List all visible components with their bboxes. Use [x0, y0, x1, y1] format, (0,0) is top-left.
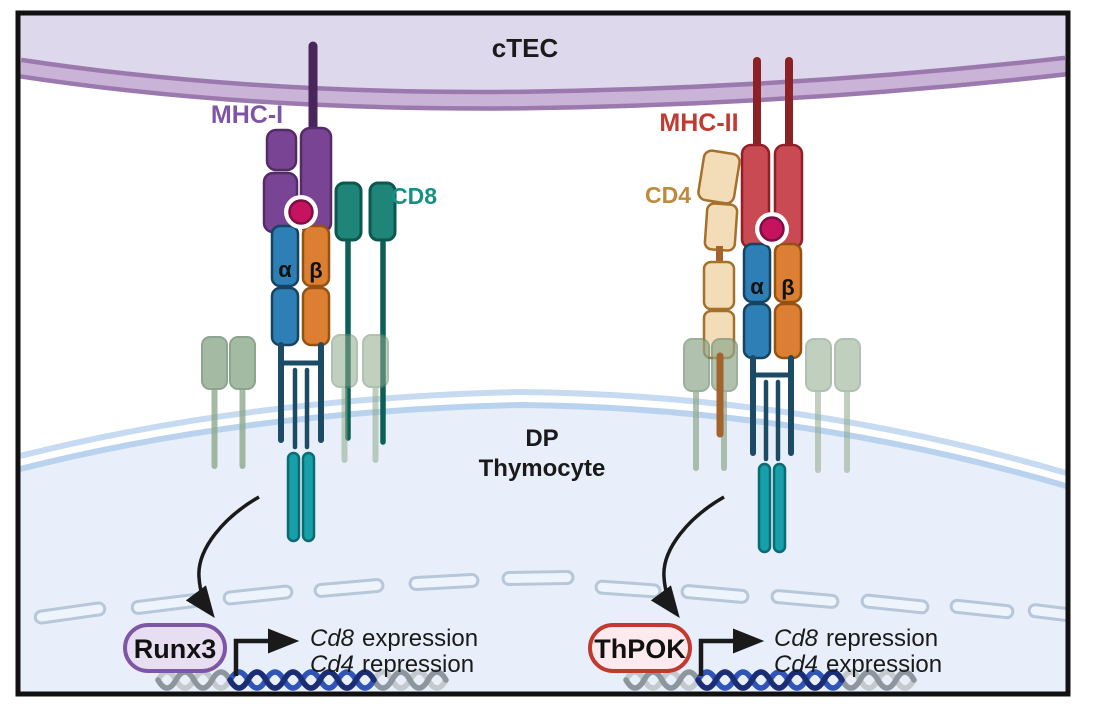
bystander-receptor-head	[229, 336, 256, 390]
thpok-factor: ThPOK	[588, 623, 692, 673]
tcr-right	[742, 242, 803, 360]
tcr-alpha-label: α	[278, 257, 292, 282]
dna-helix-left	[155, 669, 449, 691]
cd4-domain	[697, 149, 741, 205]
cd3-zeta-chain	[757, 462, 772, 554]
mhc2-label: MHC-II	[659, 109, 738, 137]
nuclear-dash	[949, 598, 1015, 620]
runx3-factor: Runx3	[123, 623, 227, 673]
transcription-arrow-right	[698, 628, 765, 676]
tcr-alpha-chain	[742, 302, 772, 360]
ctec-membrane-inner	[20, 60, 1066, 107]
dp-membrane-outer	[20, 388, 1066, 476]
dp-label-line1: DP	[525, 425, 558, 452]
tcr-beta-chain	[301, 224, 331, 288]
bystander-receptor-head	[834, 338, 861, 392]
nuclear-dash	[860, 593, 930, 615]
tcr-signaling-tails	[750, 355, 794, 462]
tcr-beta-chain	[773, 302, 803, 360]
thpok-pill	[588, 623, 692, 673]
cd3-zeta-chain	[301, 451, 316, 543]
peptide	[759, 216, 785, 242]
dna-strand-gene-locus	[695, 669, 845, 691]
dna-strand-gene-locus	[227, 669, 377, 691]
tcr-alpha-chain	[270, 224, 300, 288]
bystander-receptor-head	[201, 336, 228, 390]
tcr-left	[270, 224, 331, 347]
mhc1-label: MHC-I	[211, 101, 283, 129]
nuclear-dash	[1027, 603, 1066, 625]
cd3-zeta-chain	[286, 451, 301, 543]
dp-cytoplasm	[20, 405, 1066, 692]
dp-thymocyte-cell: DP Thymocyte	[20, 388, 1066, 692]
cd4-domain	[702, 260, 736, 311]
signal-arrow-left	[185, 495, 260, 619]
nuclear-dash	[501, 569, 575, 587]
bystander-receptor-head	[683, 338, 710, 392]
dp-membrane-inner	[20, 401, 1066, 489]
tcr-alpha-chain	[742, 242, 772, 304]
tcr-beta-label: β	[781, 275, 794, 300]
nuclear-envelope	[33, 569, 1066, 625]
cd4-linker	[716, 246, 723, 268]
bystander-receptor-head	[805, 338, 832, 392]
bystander-receptor-group	[201, 336, 256, 469]
transcription-arrow-left	[233, 628, 300, 676]
nuclear-dash	[408, 573, 480, 591]
bystander-receptor-group	[805, 338, 861, 473]
bystander-receptor-head	[711, 338, 738, 392]
nuclear-dash	[680, 584, 750, 604]
runx3-label: Runx3	[134, 634, 217, 664]
tcr-signaling-tails	[278, 342, 324, 450]
tcr-alpha-chain	[270, 286, 300, 347]
tcr-beta-chain	[773, 242, 803, 304]
cd4-label: CD4	[645, 182, 691, 208]
tcr-beta-label: β	[309, 258, 322, 283]
thpok-label: ThPOK	[594, 634, 686, 664]
runx3-pill	[123, 623, 227, 673]
nuclear-dash	[33, 601, 107, 625]
mhc2-tcr-cd4-complex: α β	[645, 57, 861, 554]
cd8-label: CD8	[391, 183, 437, 209]
bystander-receptor-group	[331, 334, 389, 463]
cd3-zeta-chain	[772, 462, 787, 554]
cd4-domain	[703, 202, 739, 252]
ctec-label: cTEC	[492, 33, 559, 63]
peptide	[288, 199, 314, 225]
nuclear-dash	[770, 589, 840, 609]
cd8-head	[334, 181, 363, 242]
ctec-cell: cTEC	[20, 15, 1066, 111]
diagram-frame-top	[15, 10, 1071, 697]
bystander-receptor-head	[362, 334, 389, 388]
signal-arrow-right	[650, 495, 725, 619]
nuclear-dash	[222, 584, 294, 606]
dp-label-line2: Thymocyte	[479, 455, 606, 482]
tcr-beta-chain	[301, 286, 331, 347]
tcr-alpha-label: α	[750, 274, 764, 299]
mhc1-tcr-cd8-complex: α β	[201, 41, 437, 543]
bystander-receptor-head	[331, 334, 358, 388]
cd8-head	[368, 181, 397, 242]
mhc1-domain-top	[265, 128, 298, 172]
dna-helix-right	[623, 669, 917, 691]
nuclear-dash	[313, 578, 385, 598]
nuclear-dash	[594, 579, 662, 599]
